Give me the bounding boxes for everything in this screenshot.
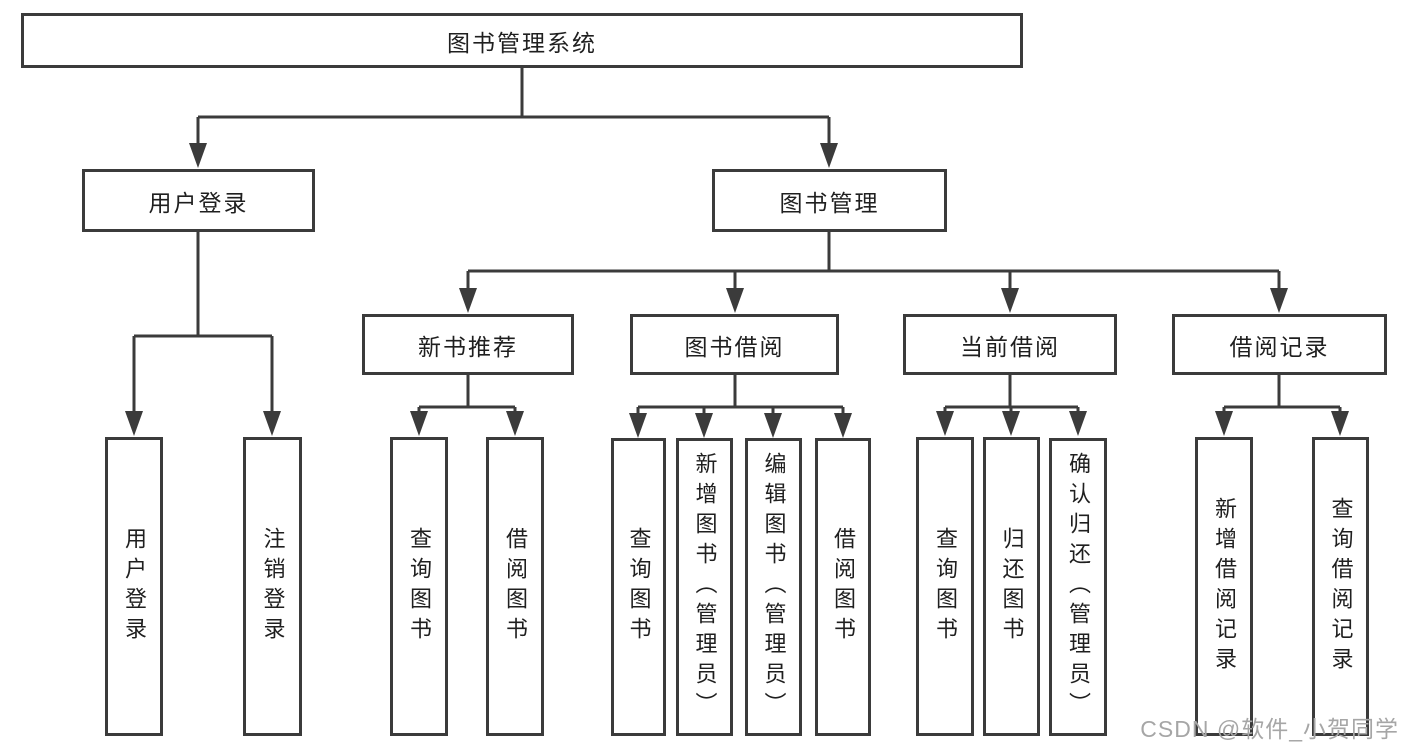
leaf-cb-query-books-label: 查询图书 bbox=[933, 526, 958, 647]
leaf-cb-return-books-label: 归还图书 bbox=[999, 526, 1025, 647]
leaf-nbr-borrow-books-label: 借阅图书 bbox=[503, 526, 528, 647]
leaf-bb-borrow-books-label: 借阅图书 bbox=[831, 527, 856, 647]
leaf-cb-query-books: 查询图书 bbox=[916, 437, 974, 736]
leaf-br-query-record: 查询借阅记录 bbox=[1312, 437, 1369, 736]
leaf-nbr-query-books: 查询图书 bbox=[390, 437, 448, 736]
leaf-bb-edit-books-admin: 编辑图书（管理员） bbox=[745, 438, 802, 736]
leaf-user-login: 用户登录 bbox=[105, 437, 163, 736]
node-new-book-rec-label: 新书推荐 bbox=[418, 333, 518, 360]
arrow-heads bbox=[125, 143, 1349, 438]
node-current-borrow: 当前借阅 bbox=[903, 314, 1117, 375]
leaf-bb-add-books-admin-label: 新增图书（管理员） bbox=[692, 452, 718, 722]
leaf-bb-borrow-books: 借阅图书 bbox=[815, 438, 871, 736]
leaf-cb-confirm-return-admin: 确认归还（管理员） bbox=[1049, 438, 1107, 736]
leaf-bb-query-books-label: 查询图书 bbox=[626, 527, 652, 647]
leaf-nbr-borrow-books: 借阅图书 bbox=[486, 437, 544, 736]
leaf-cb-confirm-return-admin-label: 确认归还（管理员） bbox=[1066, 452, 1091, 722]
node-book-borrow-label: 图书借阅 bbox=[684, 333, 785, 360]
leaf-br-add-record: 新增借阅记录 bbox=[1195, 437, 1253, 736]
node-book-mgmt-label: 图书管理 bbox=[779, 189, 880, 216]
leaf-logout-label: 注销登录 bbox=[260, 526, 286, 647]
node-new-book-rec: 新书推荐 bbox=[362, 314, 574, 375]
node-user-login-label: 用户登录 bbox=[148, 189, 249, 216]
csdn-watermark: CSDN @软件_小贺同学 bbox=[1140, 716, 1399, 742]
leaf-cb-return-books: 归还图书 bbox=[983, 437, 1040, 736]
leaf-bb-add-books-admin: 新增图书（管理员） bbox=[676, 438, 733, 736]
leaf-bb-edit-books-admin-label: 编辑图书（管理员） bbox=[761, 452, 787, 722]
leaf-user-login-label: 用户登录 bbox=[122, 526, 147, 647]
node-borrow-records-label: 借阅记录 bbox=[1229, 333, 1330, 360]
node-borrow-records: 借阅记录 bbox=[1172, 314, 1387, 375]
node-root-label: 图书管理系统 bbox=[447, 29, 597, 56]
connector-shafts bbox=[132, 68, 1342, 415]
leaf-br-add-record-label: 新增借阅记录 bbox=[1212, 496, 1237, 677]
leaf-br-query-record-label: 查询借阅记录 bbox=[1328, 496, 1354, 677]
node-book-borrow: 图书借阅 bbox=[630, 314, 839, 375]
leaf-logout: 注销登录 bbox=[243, 437, 302, 736]
leaf-nbr-query-books-label: 查询图书 bbox=[407, 526, 432, 647]
node-root: 图书管理系统 bbox=[21, 13, 1023, 68]
leaf-bb-query-books: 查询图书 bbox=[611, 438, 666, 736]
node-book-mgmt: 图书管理 bbox=[712, 169, 947, 232]
node-current-borrow-label: 当前借阅 bbox=[960, 333, 1060, 360]
node-user-login: 用户登录 bbox=[82, 169, 315, 232]
